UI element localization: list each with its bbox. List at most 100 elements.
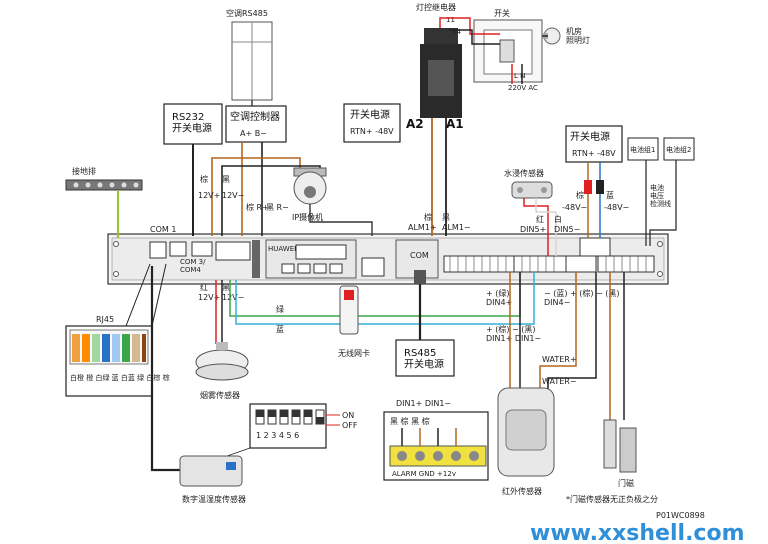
thermo-label: 数字温湿度传感器 <box>182 494 246 504</box>
term-colors-label: 黑 棕 黑 棕 <box>390 416 430 426</box>
brown2-label: 棕 <box>424 212 432 222</box>
dip-off-label: OFF <box>342 421 358 430</box>
ac-ab-label: A+ B− <box>240 129 267 138</box>
relay-14-label: 14 <box>452 28 461 36</box>
lamp-label: 机房照明灯 <box>566 26 590 45</box>
water-sensor: 水浸传感器 <box>504 168 553 199</box>
plus-brown-label: + (棕) <box>570 288 594 298</box>
v12m2-label: 12V− <box>222 293 244 302</box>
din1-top-label: DIN1+ DIN1− <box>396 399 451 408</box>
ac-ctrl-label: 空调控制器 <box>230 110 280 123</box>
camera-network-cable <box>309 204 373 236</box>
bat2-label: 电池组2 <box>666 145 691 154</box>
wifi-label: 无线网卡 <box>338 348 370 358</box>
din1-label: + (棕) − (黑)DIN1+ DIN1− <box>486 324 541 343</box>
com1-label: COM 1 <box>150 225 176 234</box>
terminal-block: DIN1+ DIN1− 黑 棕 黑 棕 ALARM GND +12v <box>383 399 489 481</box>
rj45-label: RJ45 <box>96 315 114 324</box>
smoke-sensor: 烟雾传感器 <box>195 342 249 400</box>
v48m-b-label: -48V− <box>604 203 629 212</box>
right-psu: 开关电源 RTN+ -48V <box>565 125 623 163</box>
thermo-sensor: 数字温湿度传感器 <box>179 455 246 504</box>
ac-controller: 空调控制器 A+ B− <box>225 105 287 143</box>
psu-right-label: 开关电源 <box>570 130 610 143</box>
door-sensor: 门磁 *门磁传感器无正负极之分 <box>566 419 658 504</box>
figure-code: P01WC0898 <box>656 511 705 520</box>
wifi-card: 无线网卡 <box>338 285 370 358</box>
alm1p-label: ALM1+ <box>408 223 437 232</box>
green-label: 绿 <box>276 305 284 314</box>
ir-sensor: 红外传感器 <box>497 387 555 496</box>
blue3-label: 蓝 <box>606 190 614 200</box>
thermo-cable <box>150 266 180 472</box>
black3-label: 黑 <box>222 283 230 292</box>
com34-label: COM 3/COM4 <box>180 258 206 274</box>
ground-bar: 接地排 <box>65 166 143 191</box>
minus-black-label: − (黑) <box>596 289 620 298</box>
lamp: 机房照明灯 <box>542 26 590 45</box>
water-p-label: WATER+ <box>542 355 577 364</box>
ac-rs485-label: 空调RS485 <box>226 8 268 18</box>
v12p2-label: 12V+ <box>198 293 220 302</box>
din5m-label: DIN5− <box>554 225 580 234</box>
smoke-label: 烟雾传感器 <box>200 390 240 400</box>
psu-top-v-label: RTN+ -48V <box>350 127 394 136</box>
water-sensor-label: 水浸传感器 <box>504 168 544 178</box>
term-bottom-label: ALARM GND +12v <box>392 470 456 478</box>
dip-switch: 1 2 3 4 5 6 ON OFF <box>249 403 358 449</box>
ac220-label: 220V AC <box>508 84 538 92</box>
psu-top-label: 开关电源 <box>350 108 390 121</box>
v12m-label: 12V− <box>222 191 244 200</box>
brown3-label: 棕 <box>576 190 584 200</box>
ip-cam-label: IP摄像机 <box>292 212 323 222</box>
relay-11-label: 11 <box>446 16 455 24</box>
red-w-label: 红 <box>536 214 544 224</box>
alm1m-label: ALM1− <box>442 223 471 232</box>
black1-label: 黑 <box>222 175 230 184</box>
blue-din-label: − (蓝)DIN4− <box>544 288 570 307</box>
v48m-a-label: -48V− <box>562 203 587 212</box>
dip-on-label: ON <box>342 411 354 420</box>
switch-label: 开关 <box>494 8 510 18</box>
top-psu: 开关电源 RTN+ -48V <box>343 103 401 143</box>
black2-label: 黑 <box>442 213 450 222</box>
rj45: RJ45 白橙 橙 白绿 蓝 白蓝 绿 白棕 棕 <box>65 315 170 397</box>
batteries: 电池组1 电池组2 电池电压检测线 <box>627 137 695 246</box>
brand-label: HUAWEI <box>268 245 296 253</box>
psu-right-v-label: RTN+ -48V <box>572 149 616 158</box>
com-label: COM <box>410 251 429 260</box>
blue-label: 蓝 <box>276 324 284 334</box>
green-din-label: + (绿)DIN4+ <box>486 289 512 307</box>
rj45-pins-label: 白橙 橙 白绿 蓝 白蓝 绿 白棕 棕 <box>70 373 170 382</box>
a2-label: A2 <box>406 117 424 131</box>
dip-nums-label: 1 2 3 4 5 6 <box>256 431 299 440</box>
ground-bar-label: 接地排 <box>72 166 96 176</box>
white-w-label: 白 <box>554 214 562 224</box>
ac-unit: 空调RS485 <box>226 8 273 101</box>
brown1-label: 棕 <box>200 174 208 184</box>
bat-detect-label: 电池电压检测线 <box>650 183 671 208</box>
ip-camera: IP摄像机 <box>292 167 327 222</box>
switch: 开关 L N 220V AC <box>473 8 543 92</box>
main-unit: HUAWEI COM 1 COM 3/COM4 COM <box>107 225 669 285</box>
door-label: 门磁 <box>618 478 634 488</box>
relay-label: 灯控继电器 <box>416 2 456 12</box>
red2-label: 红 <box>200 282 208 292</box>
bat1-label: 电池组1 <box>630 145 655 154</box>
brown-r-label: 棕 R+ <box>246 202 269 212</box>
watermark: www.xxshell.com <box>530 521 745 544</box>
a1-label: A1 <box>446 117 464 131</box>
water-m-label: WATER− <box>542 377 577 386</box>
din5p-label: DIN5+ <box>520 225 546 234</box>
v12p-label: 12V+ <box>198 191 220 200</box>
relay: 灯控继电器 11 14 A2 A1 <box>406 2 464 131</box>
door-note: *门磁传感器无正负极之分 <box>566 494 658 504</box>
ir-label: 红外传感器 <box>502 486 542 496</box>
ln-label: L N <box>514 72 525 80</box>
